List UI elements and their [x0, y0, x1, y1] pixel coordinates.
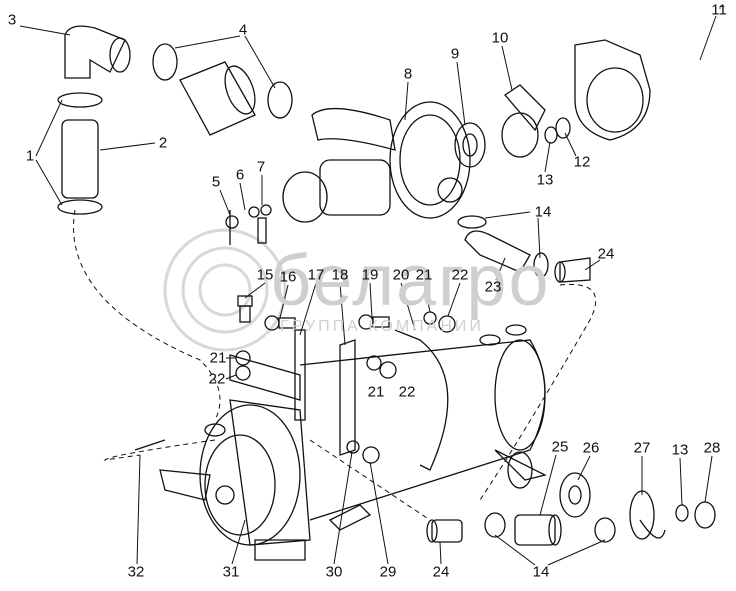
callout-11: 11 [711, 1, 727, 19]
callout-8: 8 [403, 65, 413, 83]
small-parts-5-7 [225, 204, 272, 245]
flange-9 [454, 122, 486, 168]
fasteners [235, 295, 456, 464]
callout-29: 29 [379, 563, 397, 581]
hose-2 [61, 61, 256, 199]
corner-mark: ⌐ [719, 2, 725, 13]
callout-22: 22 [398, 383, 416, 401]
pipe-23 [457, 215, 591, 283]
callout-12: 12 [573, 153, 591, 171]
callout-13: 13 [671, 441, 689, 459]
callout-22: 22 [451, 266, 469, 284]
bottom-parts [426, 472, 716, 546]
callout-19: 19 [361, 266, 379, 284]
callout-14: 14 [534, 203, 552, 221]
callout-24: 24 [597, 245, 615, 263]
callout-26: 26 [582, 439, 600, 457]
callout-2: 2 [158, 134, 168, 152]
callout-20: 20 [392, 266, 410, 284]
callout-18: 18 [331, 266, 349, 284]
cover-11 [574, 39, 651, 141]
callout-9: 9 [450, 45, 460, 63]
callout-7: 7 [256, 158, 266, 176]
callout-30: 30 [325, 563, 343, 581]
callout-25: 25 [551, 438, 569, 456]
callout-31: 31 [222, 563, 240, 581]
leader-lines [19, 15, 717, 566]
callout-21: 21 [209, 349, 227, 367]
clamps-4 [57, 43, 293, 215]
callout-28: 28 [703, 439, 721, 457]
callout-6: 6 [235, 166, 245, 184]
callout-16: 16 [279, 268, 297, 286]
brackets-17-18-20 [229, 329, 449, 471]
callout-21: 21 [367, 383, 385, 401]
silencer-body [299, 324, 547, 531]
callout-17: 17 [307, 266, 325, 284]
valve-10 [501, 84, 571, 158]
dashed-routing [73, 209, 597, 521]
callout-13: 13 [536, 171, 554, 189]
turbocharger-8 [282, 101, 471, 223]
callout-10: 10 [491, 29, 509, 47]
callout-32: 32 [127, 563, 145, 581]
callout-5: 5 [211, 173, 221, 191]
callout-24: 24 [432, 563, 450, 581]
inlet-housing-31 [134, 399, 311, 561]
watermark-logo [163, 228, 287, 352]
callout-1: 1 [25, 147, 35, 165]
callout-22: 22 [208, 370, 226, 388]
callout-15: 15 [256, 266, 274, 284]
callout-23: 23 [484, 278, 502, 296]
callout-21: 21 [415, 266, 433, 284]
callout-4: 4 [238, 21, 248, 39]
callout-3: 3 [7, 11, 17, 29]
callout-27: 27 [633, 439, 651, 457]
elbow-pipe-3 [64, 25, 131, 79]
callout-14: 14 [532, 563, 550, 581]
